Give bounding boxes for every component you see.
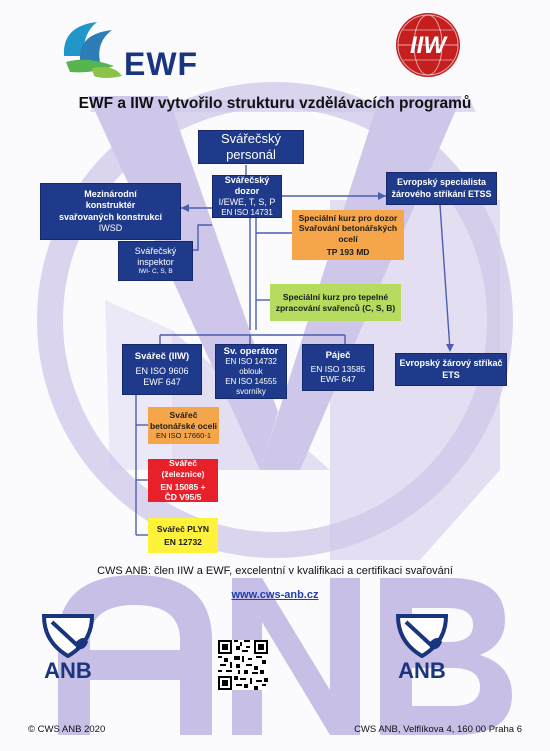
website-link[interactable]: www.cws-anb.cz — [231, 589, 319, 601]
box-title: Páječ — [325, 349, 351, 361]
box-title: inspektor — [137, 256, 174, 267]
box-svarec-zeleznice: Svářeč (železnice) EN 15085 + ČD V95/5 — [148, 458, 218, 503]
box-norm: EWF 647 — [143, 376, 181, 387]
box-title: Evropský specialista — [396, 177, 487, 188]
box-title: zpracování svařenců (C, S, B) — [275, 302, 396, 313]
box-kurz-dozor: Speciální kurz pro dozor Svařování beton… — [292, 210, 404, 260]
box-title: Svářeč PLYN — [156, 523, 210, 534]
box-svarec-betonarske-oceli: Svářeč betonářské oceli EN ISO 17660-1 — [148, 407, 219, 444]
watermark-circle — [37, 82, 513, 558]
box-text: I/EWE, T, S, P — [218, 197, 276, 208]
anb-logo-left: ANB — [38, 612, 108, 692]
box-title: ocelí — [338, 234, 358, 244]
box-norm: EN ISO 17660-1 — [155, 431, 212, 441]
connector-arrowheads — [181, 192, 454, 352]
box-norm: EWF 647 — [320, 374, 356, 385]
box-evropsky-specialista: Evropský specialista žárového stříkání E… — [386, 172, 497, 205]
box-norm: EN 15085 + — [160, 481, 206, 492]
box-svarecsky-inspektor: Svářečský inspektor IWI- C, S, B — [118, 241, 193, 281]
box-title: konstruktér — [85, 200, 136, 211]
box-pajec: Páječ EN ISO 13585 EWF 647 — [302, 344, 374, 391]
box-title: Speciální kurz pro tepelné — [282, 291, 389, 302]
box-norm: IWSD — [98, 222, 123, 233]
box-evropsky-zarovy-strikac: Evropský žárový stříkač ETS — [395, 353, 507, 386]
anb-emblem-icon — [41, 614, 95, 659]
box-svarec-iiw: Svářeč (IIW) EN ISO 9606 EWF 647 — [122, 344, 202, 395]
page-title: EWF a IIW vytvořilo strukturu vzdělávací… — [78, 95, 472, 112]
box-sv-operator: Sv. operátor EN ISO 14732 oblouk EN ISO … — [215, 344, 287, 399]
box-kurz-tepelne: Speciální kurz pro tepelné zpracování sv… — [270, 284, 401, 321]
box-norm: ČD V95/5 — [164, 492, 202, 503]
watermark-anb — [58, 575, 512, 735]
box-label: Svářečský personál — [221, 130, 281, 162]
ewf-globe-icon — [63, 22, 122, 78]
ewf-logo: EWF — [52, 16, 202, 82]
box-title: Svářeč (IIW) — [134, 350, 190, 362]
box-title: svařovaných konstrukcí — [58, 211, 163, 222]
box-norm: EN ISO 14555 — [225, 377, 277, 387]
box-norm: EN ISO 9606 — [135, 365, 189, 376]
footer-address: CWS ANB, Velflíkova 4, 160 00 Praha 6 — [354, 724, 522, 735]
footer-copyright: © CWS ANB 2020 — [28, 724, 106, 735]
box-norm: EN 12732 — [164, 536, 202, 547]
box-text: svorníky — [236, 387, 266, 397]
box-svarecsky-personal: Svářečský personál — [198, 130, 304, 164]
ewf-logo-text: EWF — [124, 46, 199, 82]
iiw-logo-text: IIW — [410, 32, 446, 59]
box-title: Speciální kurz pro dozor — [298, 212, 398, 223]
anb-emblem-icon — [395, 614, 449, 659]
box-norm: EN ISO 14732 — [225, 357, 277, 367]
box-norm: EN ISO 14731 — [221, 208, 273, 218]
qr-code-icon — [218, 640, 268, 690]
box-title: žárového stříkání ETSS — [391, 188, 492, 199]
box-svarecsky-dozor: Svářečský dozor I/EWE, T, S, P EN ISO 14… — [212, 175, 282, 218]
iiw-globe-icon — [396, 13, 460, 77]
anb-logo-right: ANB — [392, 612, 462, 692]
footer-tagline: CWS ANB: člen IIW a EWF, excelentní v kv… — [97, 565, 453, 577]
box-title: Svářečský dozor — [224, 174, 270, 196]
anb-logo-text: ANB — [398, 658, 446, 683]
box-title: Svářeč (železnice) — [161, 458, 205, 479]
box-norm: TP 193 MD — [326, 246, 370, 257]
box-title: Mezinárodní — [84, 189, 137, 199]
qr-code[interactable] — [218, 640, 268, 690]
box-title: Svařování betonářských — [298, 223, 398, 234]
box-title: Evropský žárový stříkač — [399, 358, 503, 369]
box-mezinarodni-konstrukter: Mezinárodní konstruktér svařovaných kons… — [40, 183, 181, 240]
box-title: Sv. operátor — [223, 345, 279, 357]
box-title: Svářeč — [169, 410, 198, 421]
box-text: oblouk — [239, 367, 263, 377]
box-title: betonářské oceli — [149, 420, 218, 431]
box-svarec-plyn: Svářeč PLYN EN 12732 — [148, 518, 218, 553]
box-norm: IWI- C, S, B — [138, 268, 173, 276]
box-title: Svářečský — [134, 245, 177, 256]
box-norm: EN ISO 13585 — [310, 363, 366, 374]
box-title: ETS — [442, 369, 460, 380]
connector-lines — [135, 165, 451, 536]
anb-logo-text: ANB — [44, 658, 92, 683]
iiw-logo: IIW — [393, 10, 463, 80]
